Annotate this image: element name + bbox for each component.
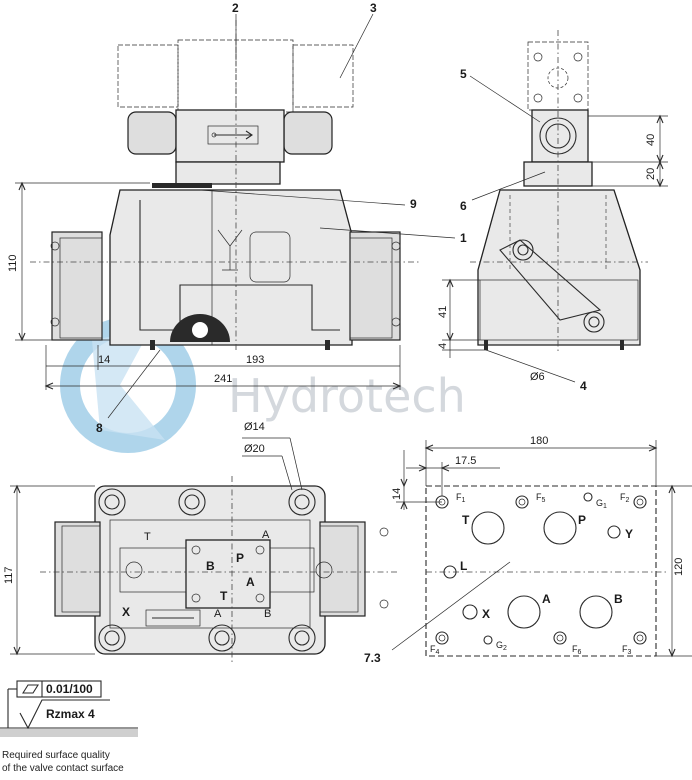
dim-14-front: 14 bbox=[98, 354, 110, 366]
dim-20: 20 bbox=[645, 168, 657, 180]
dim-117: 117 bbox=[3, 566, 15, 584]
port-X-top: X bbox=[122, 605, 130, 619]
plate-port-P: P bbox=[578, 513, 586, 527]
side-view bbox=[470, 30, 648, 352]
plate-label-G2: G2 bbox=[496, 640, 507, 652]
dim-180: 180 bbox=[530, 435, 548, 447]
front-view-callouts: 2 3 9 1 8 bbox=[96, 1, 467, 435]
side-view-dimensions: 40 20 41 4 Ø6 4 bbox=[437, 114, 668, 393]
roughness-value: Rzmax 4 bbox=[46, 707, 95, 721]
mounting-plate: T P Y L X A B F1 F5 G1 F2 F4 G2 F6 F3 bbox=[425, 485, 666, 657]
dim-4: 4 bbox=[437, 343, 449, 349]
dim-120: 120 bbox=[673, 558, 685, 576]
plate-ports bbox=[435, 492, 647, 645]
plate-port-L: L bbox=[460, 559, 467, 573]
callout-5: 5 bbox=[460, 67, 467, 81]
callout-7-3: 7.3 bbox=[364, 651, 381, 665]
mounting-plate-dimensions: 180 17.5 14 120 7.3 bbox=[364, 435, 692, 665]
callout-6: 6 bbox=[460, 199, 467, 213]
callout-9: 9 bbox=[410, 197, 417, 211]
plate-port-B: B bbox=[614, 592, 623, 606]
port-A-main: A bbox=[214, 608, 222, 620]
port-A-top: A bbox=[246, 575, 255, 589]
watermark-text: Hydrotech bbox=[228, 369, 466, 423]
plate-port-T: T bbox=[462, 513, 470, 527]
port-B-top: B bbox=[206, 559, 215, 573]
plate-port-Y: Y bbox=[625, 527, 633, 541]
dim-dia-6: Ø6 bbox=[530, 371, 545, 383]
callout-8: 8 bbox=[96, 421, 103, 435]
dim-dia-20: Ø20 bbox=[244, 443, 265, 455]
callout-3: 3 bbox=[370, 1, 377, 15]
port-P-top: P bbox=[236, 551, 244, 565]
port-B-main: B bbox=[264, 608, 271, 620]
callout-1: 1 bbox=[460, 231, 467, 245]
top-view: P B A T X B A T A bbox=[40, 476, 400, 664]
plate-label-G1: G1 bbox=[596, 498, 607, 510]
plate-label-F1: F1 bbox=[456, 492, 466, 504]
callout-2: 2 bbox=[232, 1, 239, 15]
dim-dia-14: Ø14 bbox=[244, 421, 265, 433]
plate-port-A: A bbox=[542, 592, 551, 606]
plate-port-X: X bbox=[482, 607, 490, 621]
dim-193: 193 bbox=[246, 354, 264, 366]
plate-label-F4: F4 bbox=[430, 644, 440, 656]
top-view-dimensions: 117 Ø14 Ø20 bbox=[3, 421, 303, 656]
callout-4: 4 bbox=[580, 379, 587, 393]
side-view-callouts: 5 6 bbox=[460, 67, 546, 213]
dim-14-plate: 14 bbox=[391, 488, 403, 500]
dim-17-5: 17.5 bbox=[455, 455, 476, 467]
plate-label-F2: F2 bbox=[620, 492, 630, 504]
port-T-top: T bbox=[220, 589, 228, 603]
dim-241: 241 bbox=[214, 373, 232, 385]
surface-quality-symbol: 0.01/100 Rzmax 4 bbox=[0, 680, 138, 737]
plate-label-F5: F5 bbox=[536, 492, 546, 504]
plate-label-F3: F3 bbox=[622, 644, 632, 656]
port-T-main: T bbox=[144, 531, 151, 543]
plate-label-F6: F6 bbox=[572, 644, 582, 656]
front-view bbox=[30, 20, 420, 350]
caption-line-1: Required surface quality bbox=[2, 750, 110, 761]
dim-40: 40 bbox=[645, 134, 657, 146]
flatness-value: 0.01/100 bbox=[46, 682, 93, 696]
dim-41: 41 bbox=[437, 306, 449, 318]
dim-110: 110 bbox=[7, 254, 19, 272]
front-view-dimensions: 110 14 193 241 bbox=[7, 181, 402, 390]
flatness-icon bbox=[22, 684, 39, 694]
caption-line-2: of the valve contact surface bbox=[2, 763, 124, 774]
port-A-upper: A bbox=[262, 529, 270, 541]
